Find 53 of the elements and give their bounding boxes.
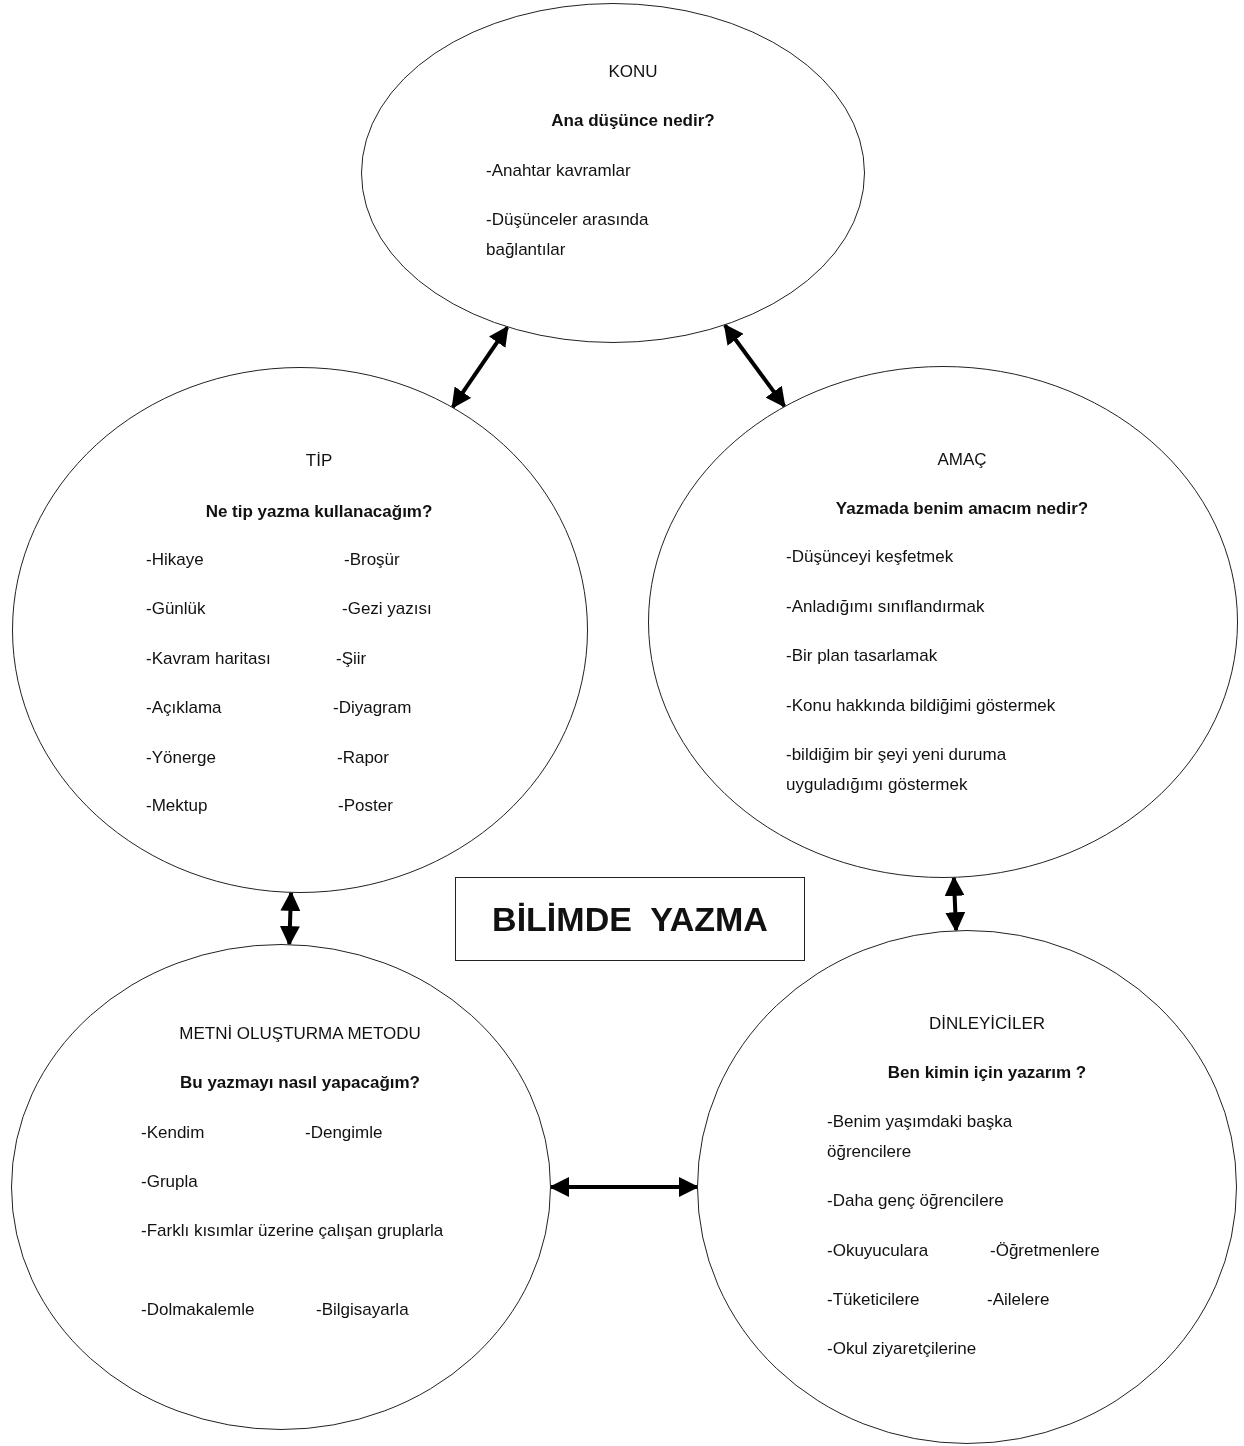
heading: AMAÇ <box>937 449 987 471</box>
question: Ben kimin için yazarım ? <box>887 1062 1087 1084</box>
list-item: -Dolmakalemle <box>141 1299 255 1321</box>
question: Bu yazmayı nasıl yapacağım? <box>180 1072 420 1094</box>
list-item: -Günlük <box>146 598 206 620</box>
ellipse-node <box>697 930 1237 1444</box>
ellipse-node <box>11 944 551 1430</box>
list-item: -Poster <box>338 795 393 817</box>
double-arrow <box>451 325 509 409</box>
list-item: -Farklı kısımlar üzerine çalışan gruplarla <box>141 1220 445 1242</box>
list-item: -Daha genç öğrencilere <box>827 1190 1004 1212</box>
list-item: -Kendim <box>141 1122 205 1144</box>
double-arrow <box>549 1177 699 1197</box>
list-item: -Düşünceler arasında bağlantılar <box>486 209 650 261</box>
ellipse-node <box>12 367 588 893</box>
list-item: -Düşünceyi keşfetmek <box>786 546 954 568</box>
heading: KONU <box>608 61 658 83</box>
double-arrow <box>944 875 966 933</box>
list-item: -Broşür <box>344 549 400 571</box>
list-item: -Şiir <box>336 648 367 670</box>
list-item: -Hikaye <box>146 549 204 571</box>
list-item: -Anahtar kavramlar <box>486 160 631 182</box>
list-item: -bildiğim bir şeyi yeni duruma uyguladığımı göstermek <box>786 744 1008 796</box>
ellipse-node <box>361 3 865 343</box>
list-item: -Rapor <box>337 747 389 769</box>
list-item: -Grupla <box>141 1171 198 1193</box>
list-item: -Okuyuculara <box>827 1240 929 1262</box>
question: Ana düşünce nedir? <box>551 110 715 132</box>
list-item: -Benim yaşımdaki başka öğrencilere <box>827 1111 1014 1163</box>
list-item: -Gezi yazısı <box>342 598 432 620</box>
list-item: -Yönerge <box>146 747 216 769</box>
ellipse-node <box>648 366 1238 878</box>
list-item: -Dengimle <box>305 1122 383 1144</box>
list-item: -Açıklama <box>146 697 222 719</box>
list-item: -Bilgisayarla <box>316 1299 409 1321</box>
list-item: -Konu hakkında bildiğimi göstermek <box>786 695 1056 717</box>
list-item: -Okul ziyaretçilerine <box>827 1338 977 1360</box>
heading: METNİ OLUŞTURMA METODU <box>179 1023 421 1045</box>
list-item: -Bir plan tasarlamak <box>786 645 938 667</box>
list-item: -Tüketicilere <box>827 1289 920 1311</box>
list-item: -Öğretmenlere <box>990 1240 1100 1262</box>
list-item: -Mektup <box>146 795 208 817</box>
heading: DİNLEYİCİLER <box>928 1013 1046 1035</box>
list-item: -Diyagram <box>333 697 412 719</box>
double-arrow <box>723 323 786 408</box>
question: Ne tip yazma kullanacağım? <box>205 501 433 523</box>
list-item: -Anladığımı sınıflandırmak <box>786 596 985 618</box>
double-arrow <box>279 890 301 947</box>
question: Yazmada benim amacım nedir? <box>835 498 1089 520</box>
title-panel: BİLİMDE YAZMA <box>455 877 805 961</box>
list-item: -Kavram haritası <box>146 648 271 670</box>
list-item: -Ailelere <box>987 1289 1050 1311</box>
heading: TİP <box>305 450 333 472</box>
